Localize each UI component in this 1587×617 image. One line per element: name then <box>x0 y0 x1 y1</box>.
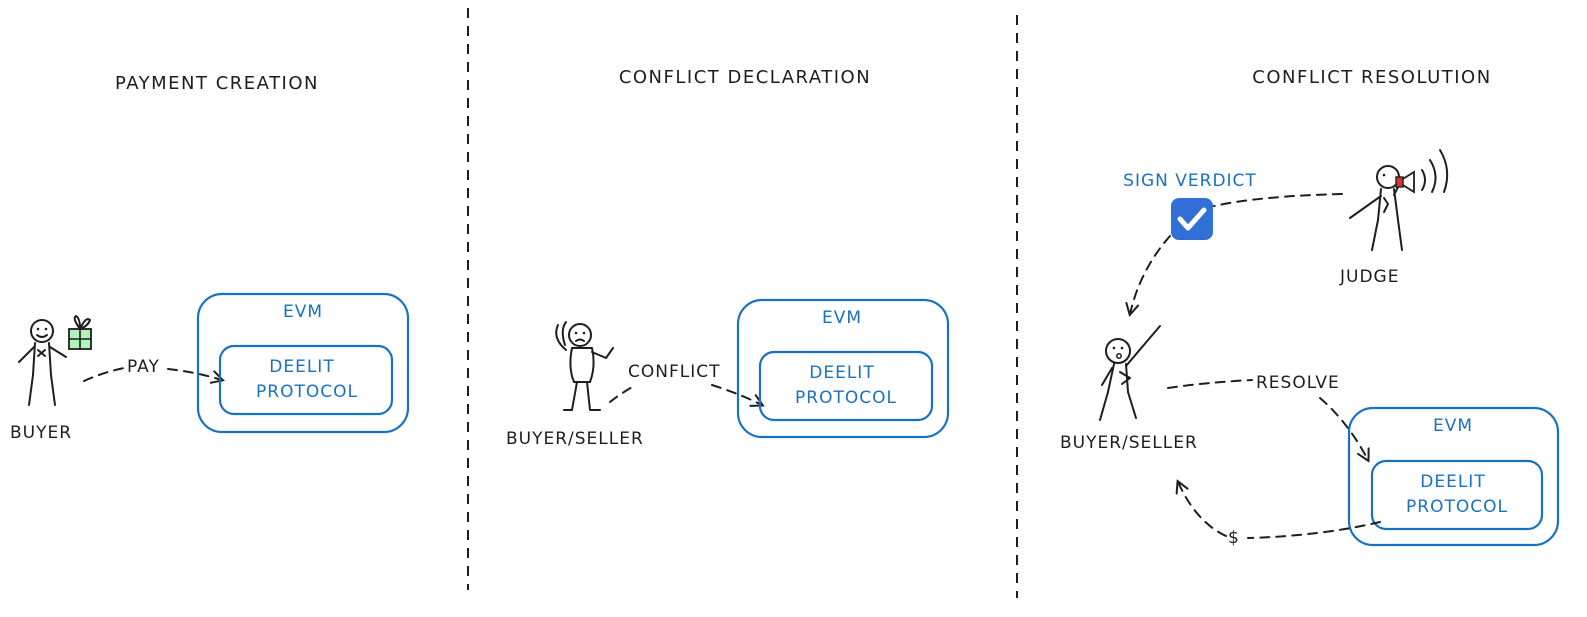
section-conflict-resolution: CONFLICT RESOLUTION JUDGE SIGN VERDICT <box>1060 67 1560 548</box>
gift-icon <box>68 315 92 350</box>
buyer-seller-figure <box>555 321 614 411</box>
judge-figure <box>1349 165 1403 251</box>
payout-arrow-head <box>1178 482 1227 537</box>
buyer-seller-label: BUYER/SELLER <box>506 429 644 449</box>
buyer-seller-label: BUYER/SELLER <box>1060 433 1198 453</box>
section-payment-creation: PAYMENT CREATION BUYER PAY EVM DEELIT <box>10 73 410 443</box>
section-title: PAYMENT CREATION <box>115 73 319 94</box>
evm-label: EVM <box>822 308 862 328</box>
conflict-label: CONFLICT <box>628 362 721 382</box>
evm-container <box>1347 406 1560 547</box>
protocol-line1: DEELIT <box>809 363 874 383</box>
evm-label: EVM <box>283 302 323 322</box>
conflict-arrow <box>609 385 635 403</box>
section-conflict-declaration: CONFLICT DECLARATION BUYER/SELLER CONFLI… <box>506 67 950 449</box>
buyer-seller-figure <box>1099 325 1161 421</box>
pay-label: PAY <box>127 357 160 377</box>
judge-to-verdict-line <box>1213 193 1343 207</box>
deelit-protocol-box <box>758 350 934 422</box>
resolve-arrow <box>1167 379 1253 389</box>
resolve-label: RESOLVE <box>1256 373 1340 393</box>
evm-label: EVM <box>1433 416 1473 436</box>
section-title: CONFLICT DECLARATION <box>619 67 871 88</box>
evm-container <box>736 298 950 439</box>
buyer-label: BUYER <box>10 423 72 443</box>
section-title: CONFLICT RESOLUTION <box>1252 67 1491 88</box>
protocol-line1: DEELIT <box>1420 472 1485 492</box>
payout-label: $ <box>1228 528 1240 548</box>
megaphone-icon <box>1395 149 1449 194</box>
conflict-arrow-head <box>711 384 762 405</box>
pay-arrow-head <box>167 368 222 380</box>
sign-verdict-label: SIGN VERDICT <box>1123 171 1257 191</box>
deelit-protocol-box <box>218 344 394 416</box>
verdict-checkbox-icon <box>1171 198 1213 240</box>
protocol-line2: PROTOCOL <box>256 382 358 402</box>
evm-container <box>196 292 410 434</box>
judge-label: JUDGE <box>1339 267 1399 287</box>
buyer-figure <box>18 319 67 406</box>
protocol-line2: PROTOCOL <box>795 388 897 408</box>
deelit-protocol-box <box>1370 459 1544 531</box>
payout-arrow <box>1247 521 1381 539</box>
verdict-to-user-arrow <box>1130 235 1171 314</box>
protocol-line2: PROTOCOL <box>1406 497 1508 517</box>
protocol-line1: DEELIT <box>269 357 334 377</box>
pay-arrow <box>83 367 125 382</box>
resolve-arrow-head <box>1319 397 1368 460</box>
